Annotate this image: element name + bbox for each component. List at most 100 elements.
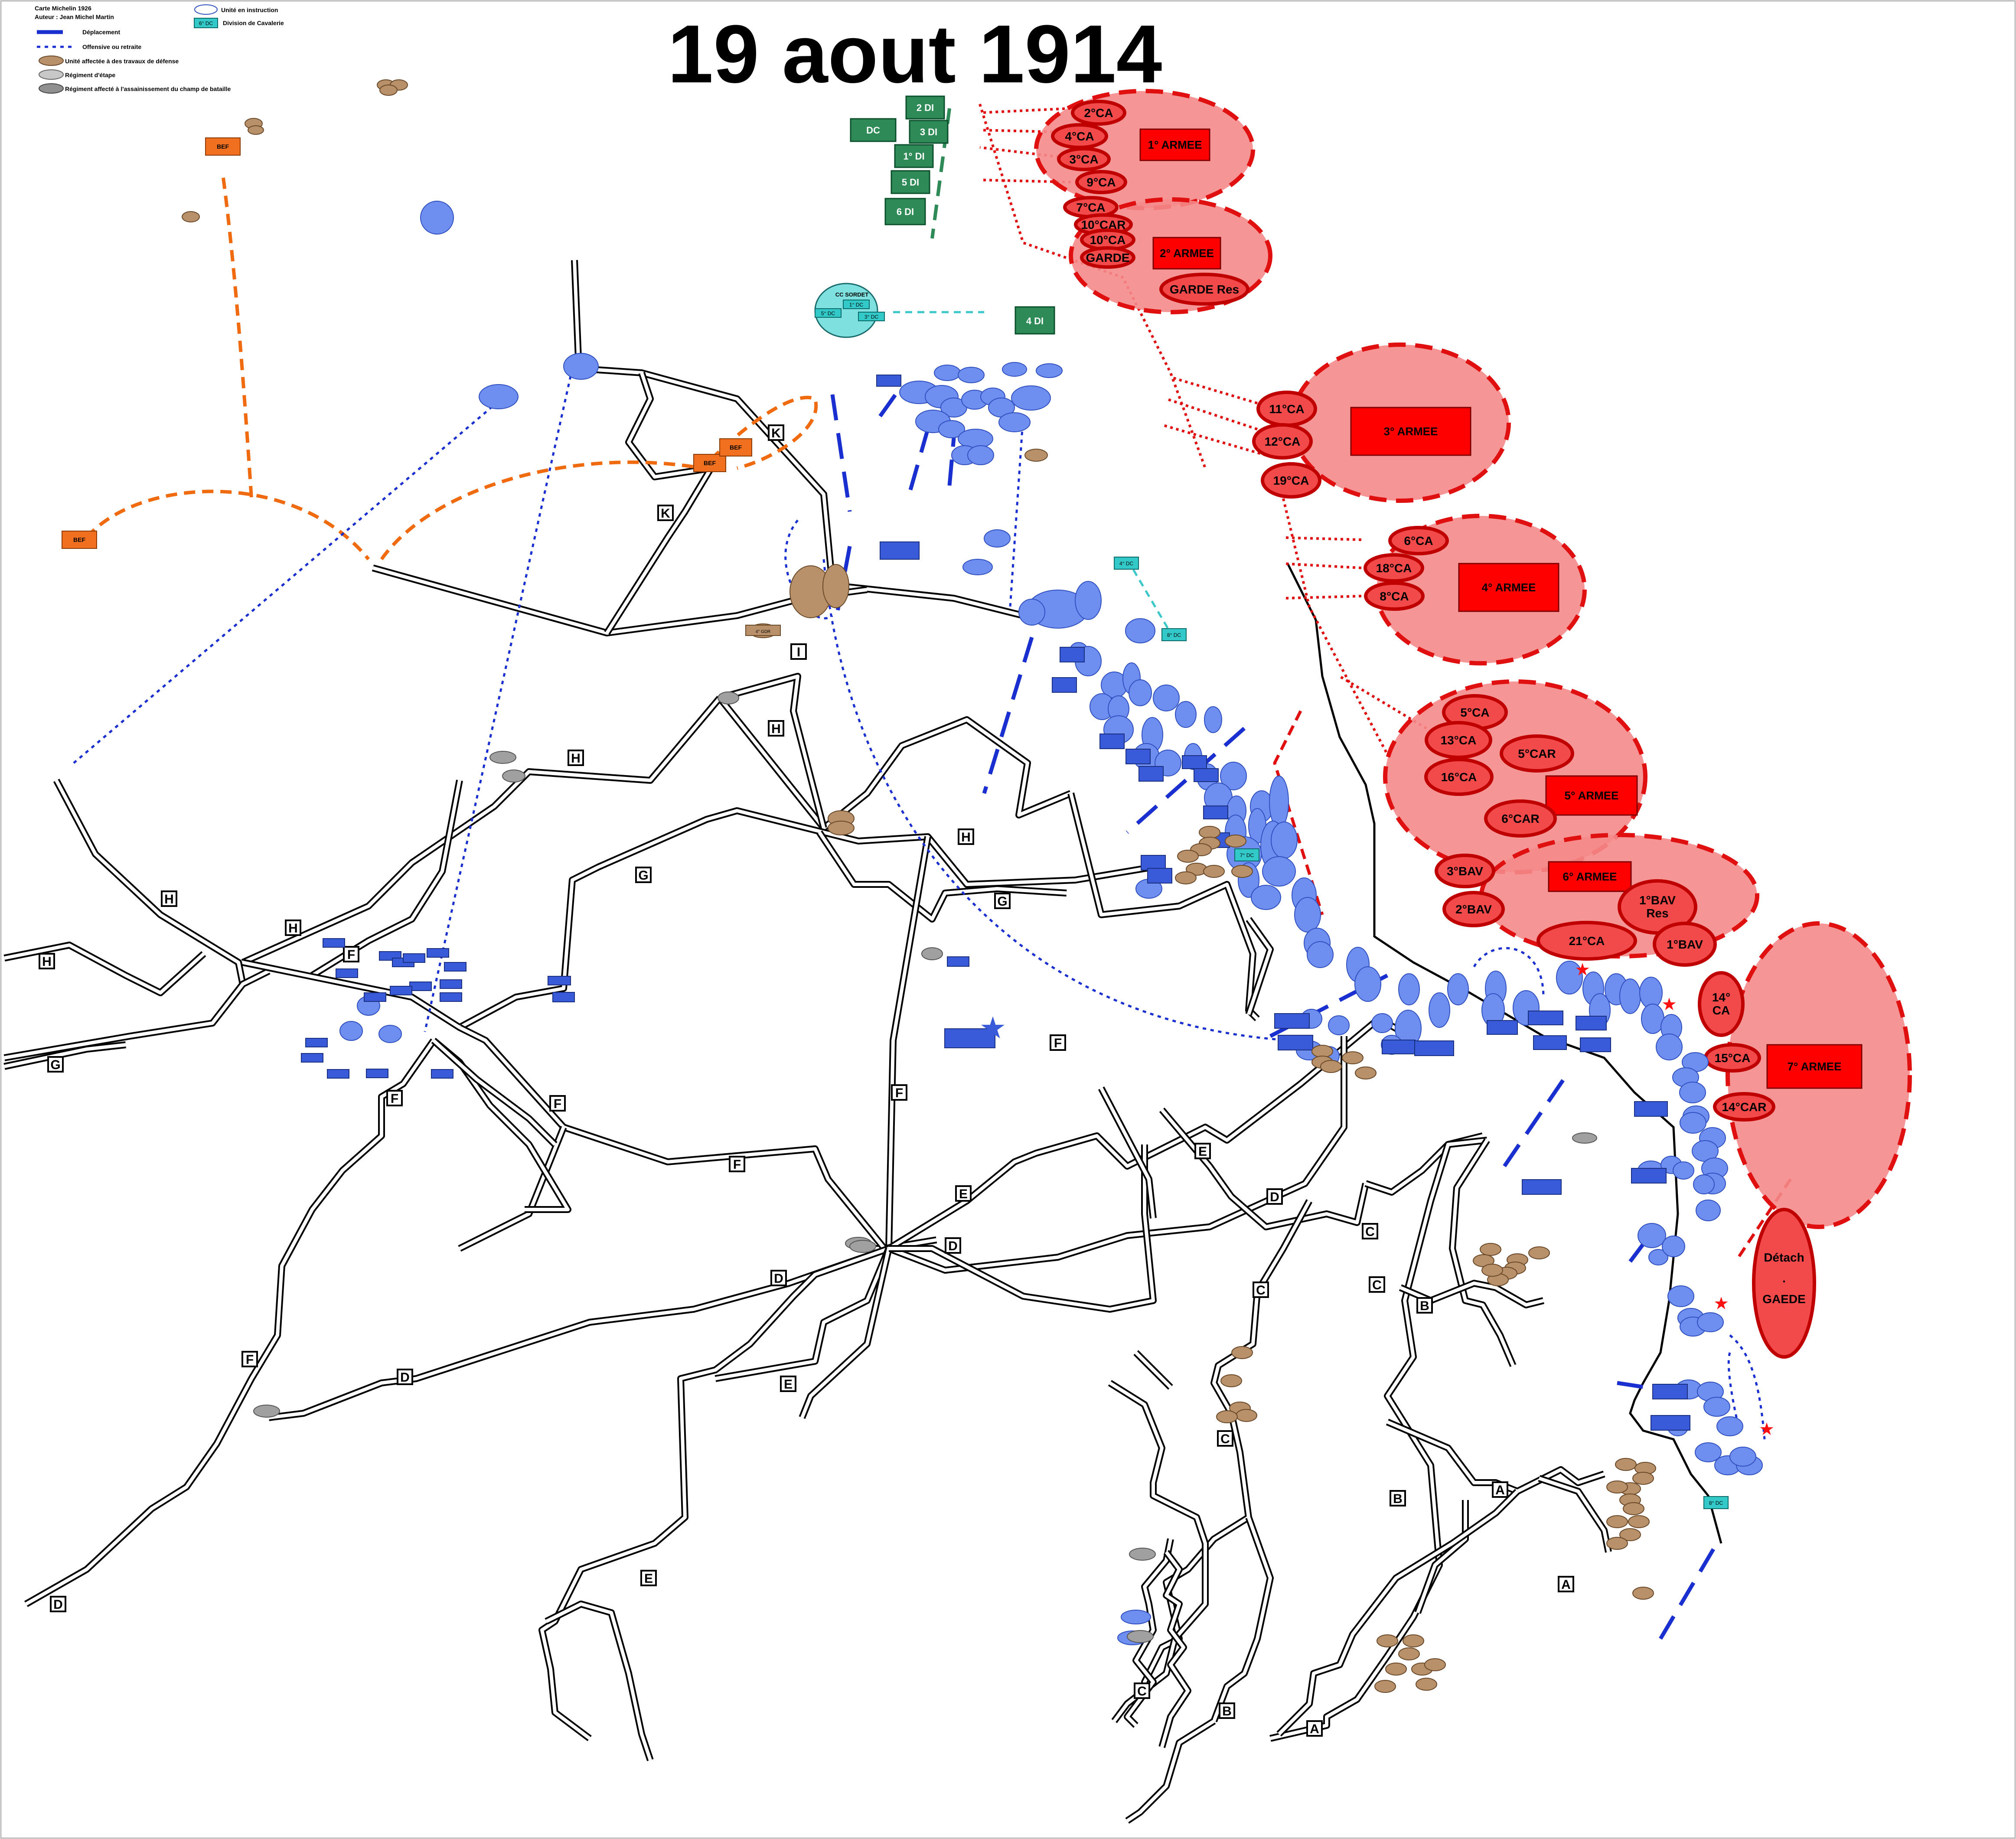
rail-label-D-25: D — [774, 1272, 783, 1286]
svg-text:★: ★ — [1575, 960, 1590, 979]
german-army-label-1: 1° ARMEE — [1148, 138, 1202, 151]
territorial-unit-32 — [1481, 1264, 1503, 1277]
french-unit-64 — [1447, 973, 1469, 1005]
hq-star-icon: ★ — [979, 1011, 1007, 1045]
german-corps-1-2: 3°CA — [1069, 153, 1098, 166]
french-hq-43 — [305, 1038, 328, 1047]
french-unit-81 — [1680, 1112, 1706, 1134]
svg-text:3° DC: 3° DC — [864, 314, 878, 320]
territorial-unit-10 — [828, 821, 855, 835]
bef-2: BEF — [73, 536, 85, 543]
french-hq-14 — [1278, 1035, 1313, 1050]
german-corps-4-0: 6°CA — [1404, 534, 1433, 548]
territorial-unit-55 — [1628, 1515, 1650, 1528]
french-hq-23 — [1631, 1168, 1667, 1184]
french-hq-7 — [1182, 755, 1207, 769]
de-2di: 2 DI — [917, 102, 934, 113]
french-unit-88 — [1673, 1161, 1694, 1180]
german-detachment-label-1: . — [1782, 1272, 1786, 1285]
german-corps-6-2: 21°CA — [1569, 934, 1605, 948]
sordet-title: CC SORDET — [835, 291, 869, 298]
rail-label-D-26: D — [400, 1370, 410, 1385]
french-hq-32 — [336, 968, 358, 978]
german-corps-5-2: 5°CAR — [1518, 747, 1556, 760]
french-hq-22 — [1634, 1101, 1668, 1117]
legend-etape: Régiment d'étape — [65, 72, 115, 78]
french-cavalry: 4° DC 8° DC 7° DC 8° DC — [1114, 557, 1729, 1509]
french-unit-61 — [1398, 973, 1420, 1005]
german-corps-5-4: 6°CAR — [1501, 812, 1539, 825]
de-dc: DC — [866, 125, 880, 136]
french-hq-11 — [1141, 855, 1166, 871]
french-hq-13 — [1274, 1013, 1310, 1029]
german-cavalry: 2 DI 3 DI DC 1° DI 5 DI 6 DI 4 DI — [850, 95, 1055, 335]
french-hq-8 — [1194, 768, 1219, 782]
rail-label-C-28: C — [1365, 1225, 1375, 1239]
german-corps-7-1: 15°CA — [1715, 1051, 1751, 1065]
rail-label-F-17: F — [733, 1158, 741, 1172]
french-hq-47 — [431, 1069, 453, 1079]
german-army-label-5: 5° ARMEE — [1564, 789, 1618, 802]
etape-unit-3 — [921, 947, 943, 960]
rail-label-C-30: C — [1372, 1278, 1382, 1292]
french-unit-4 — [958, 367, 985, 383]
de-4di: 4 DI — [1026, 316, 1044, 326]
rail-label-H-4: H — [571, 751, 581, 766]
french-unit-19 — [967, 445, 994, 465]
french-unit-23 — [1075, 581, 1102, 620]
french-unit-79 — [1679, 1082, 1706, 1103]
french-hq-12 — [1147, 868, 1172, 884]
french-hq-18 — [1528, 1011, 1563, 1025]
territorial-label-4gdr: 4° GDR — [756, 629, 771, 634]
german-corps-6-4: 1°BAV — [1667, 938, 1703, 951]
etape-unit-7 — [253, 1405, 280, 1418]
legend-assainissement: Régiment affecté à l'assainissement du c… — [65, 85, 231, 92]
territorial-unit-51 — [1606, 1480, 1628, 1493]
rail-label-F-18: F — [246, 1353, 254, 1367]
de-6di: 6 DI — [897, 206, 914, 217]
bef-units: BEF BEF BEF BEF — [62, 137, 752, 549]
german-corps-3-0: 11°CA — [1269, 402, 1304, 416]
french-unit-76 — [1656, 1034, 1683, 1060]
french-hq-16 — [1414, 1040, 1454, 1056]
rail-label-H-3: H — [771, 722, 781, 736]
french-unit-68 — [1556, 961, 1583, 994]
french-unit-94 — [1667, 1285, 1694, 1307]
german-corps-7-2: 14°CAR — [1722, 1100, 1766, 1114]
german-corps-2-4: GARDE Res — [1170, 283, 1239, 296]
french-unit-90 — [1696, 1200, 1721, 1221]
rail-label-K-0: K — [771, 426, 781, 440]
french-unit-105 — [1729, 1447, 1756, 1467]
french-hq-38 — [440, 979, 462, 989]
rail-label-H-6: H — [164, 892, 174, 906]
territorial-unit-45 — [1374, 1680, 1396, 1693]
french-unit-42 — [1220, 762, 1247, 790]
territorial-unit-17 — [1203, 865, 1225, 878]
territorial-unit-34 — [1231, 1346, 1253, 1359]
german-corps-7-0: 14° — [1712, 991, 1730, 1004]
german-corps-1-0: 2°CA — [1084, 106, 1113, 120]
rail-label-B-35: B — [1222, 1704, 1232, 1718]
french-unit-16 — [938, 420, 965, 438]
french-hq-25 — [1652, 1384, 1688, 1399]
french-hq-24 — [1522, 1179, 1562, 1195]
legend-source: Carte Michelin 1926 — [35, 5, 91, 12]
territorial-unit-41 — [1398, 1647, 1420, 1660]
french-unit-54 — [1251, 885, 1281, 910]
french-unit-2 — [563, 353, 599, 380]
territorial-units: 4° GDR — [182, 79, 1656, 1693]
german-corps-5-1: 13°CA — [1441, 734, 1477, 747]
french-hq-46 — [366, 1069, 388, 1078]
de-3di: 3 DI — [920, 127, 937, 137]
territorial-unit-53 — [1623, 1502, 1644, 1515]
french-unit-108 — [1328, 1015, 1350, 1035]
german-corps-3-1: 12°CA — [1265, 435, 1301, 448]
french-unit-51 — [1271, 822, 1298, 859]
french-unit-3 — [934, 365, 961, 381]
french-unit-89 — [1693, 1174, 1715, 1194]
rail-label-G-9: G — [638, 868, 648, 883]
territorial-unit-54 — [1606, 1515, 1628, 1528]
french-unit-24 — [1018, 599, 1045, 626]
rail-label-D-27: D — [53, 1598, 63, 1612]
french-hq-0 — [876, 375, 901, 387]
